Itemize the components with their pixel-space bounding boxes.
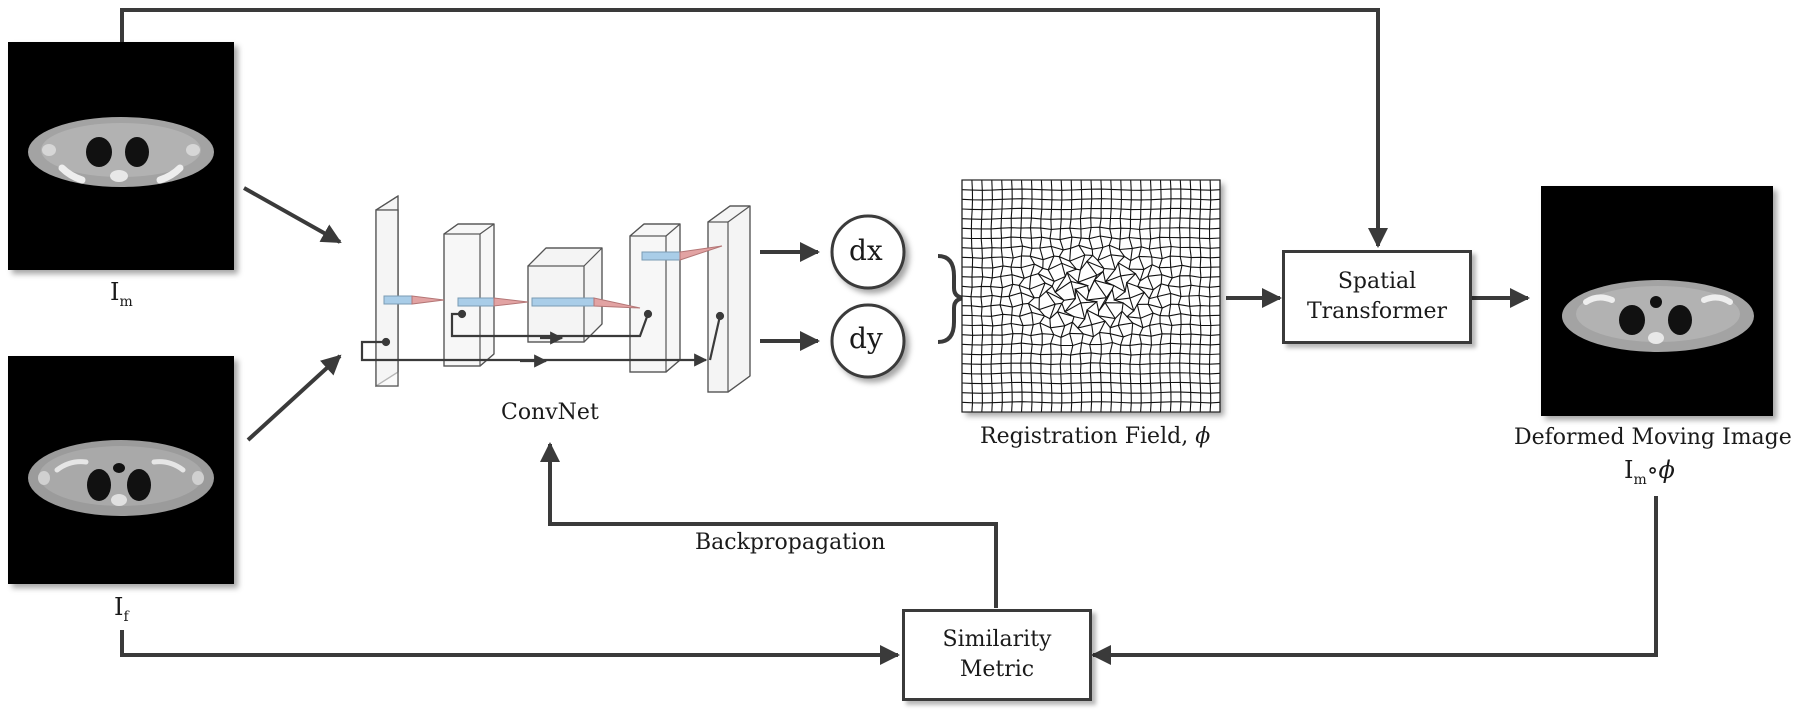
arrow-fixed-to-convnet bbox=[246, 354, 342, 442]
arrow-backpropagation bbox=[540, 442, 998, 608]
grid-column-line bbox=[1037, 179, 1046, 413]
grid-column-line bbox=[1147, 179, 1154, 413]
registration-field bbox=[961, 179, 1221, 413]
fixed-image-label: If bbox=[114, 593, 129, 625]
dy-label: dy bbox=[849, 322, 883, 355]
moving-image bbox=[8, 42, 234, 270]
grid-column-line bbox=[1136, 179, 1146, 413]
grid-column-line bbox=[1018, 179, 1025, 413]
grid-column-line bbox=[1156, 179, 1163, 413]
grid-column-line bbox=[1177, 179, 1183, 413]
grid-column-line bbox=[1074, 179, 1090, 413]
deformed-image bbox=[1541, 186, 1773, 416]
grid-column-line bbox=[1093, 179, 1108, 413]
grid-column-line bbox=[1126, 179, 1137, 413]
grid-column-line bbox=[1054, 179, 1066, 413]
spatial-transformer-box: Spatial Transformer bbox=[1282, 250, 1472, 344]
dx-node bbox=[830, 214, 906, 290]
convnet-diagram bbox=[360, 194, 751, 393]
deformation-grid bbox=[961, 179, 1221, 413]
conv-layer-4 bbox=[629, 223, 681, 373]
dx-label: dx bbox=[849, 234, 883, 267]
skip-connections bbox=[360, 309, 725, 368]
conv-layer-2 bbox=[443, 223, 495, 367]
conv-layer-1 bbox=[375, 194, 399, 388]
backpropagation-label: Backpropagation bbox=[695, 530, 886, 555]
deformed-image-formula: Im∘ϕ bbox=[1624, 456, 1675, 488]
grid-column-line bbox=[980, 179, 984, 413]
grid-column-line bbox=[970, 179, 974, 413]
arrow-fixed-to-similarity bbox=[120, 630, 900, 665]
arrow-deformed-to-similarity bbox=[1091, 496, 1658, 665]
grid-column-line bbox=[1064, 179, 1078, 413]
grid-column-line bbox=[1045, 179, 1056, 413]
kernel-tensors bbox=[383, 245, 723, 309]
grid-column-line bbox=[1113, 179, 1126, 413]
similarity-metric-box: Similarity Metric bbox=[902, 609, 1092, 701]
grid-column-line bbox=[990, 179, 994, 413]
grid-column-line bbox=[999, 179, 1004, 413]
moving-image-label: Im bbox=[110, 278, 133, 310]
arrow-moving-to-convnet bbox=[243, 186, 342, 244]
conv-layer-3 bbox=[527, 247, 603, 343]
grid-column-line bbox=[1104, 179, 1116, 413]
arrow-moving-to-transformer bbox=[120, 8, 1388, 248]
registration-field-label: Registration Field, ϕ bbox=[980, 424, 1211, 449]
dy-node bbox=[830, 303, 906, 379]
fixed-image bbox=[8, 356, 234, 584]
grid-column-line bbox=[1008, 179, 1014, 413]
grid-column-line bbox=[1198, 179, 1202, 413]
grid-column-line bbox=[1167, 179, 1173, 413]
grid-column-line bbox=[1027, 179, 1035, 413]
connectors bbox=[120, 8, 1658, 665]
grid-column-line bbox=[1086, 179, 1098, 413]
deformed-image-label: Deformed Moving Image bbox=[1514, 425, 1792, 450]
convnet-label: ConvNet bbox=[501, 400, 599, 425]
conv-layer-5 bbox=[707, 205, 751, 393]
grid-column-line bbox=[1188, 179, 1192, 413]
grid-column-line bbox=[1208, 179, 1212, 413]
